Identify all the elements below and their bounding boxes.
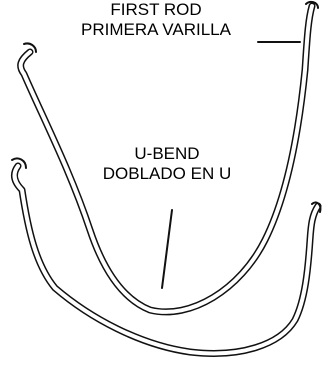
first-rod-label: FIRST ROD PRIMERA VARILLA [58,0,254,40]
first-rod [17,0,319,316]
u-bend-label-es: DOBLADO EN U [102,164,232,183]
second-rod [11,157,322,357]
first-rod-label-es: PRIMERA VARILLA [81,20,231,39]
u-bend-label-en: U-BEND [134,144,200,163]
u-bend-label: U-BEND DOBLADO EN U [96,144,238,184]
u-bend-leader [161,209,173,289]
first-rod-label-en: FIRST ROD [110,0,202,19]
